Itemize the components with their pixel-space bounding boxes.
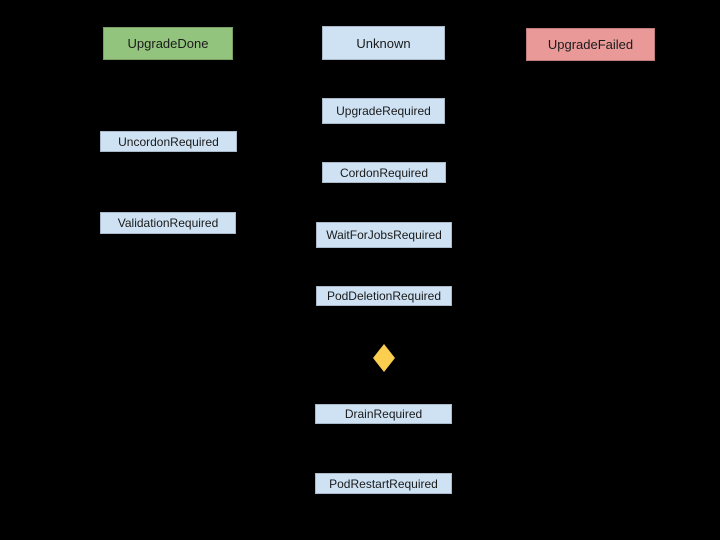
node-cordon-required: CordonRequired <box>322 162 446 183</box>
node-upgrade-failed: UpgradeFailed <box>526 28 655 61</box>
node-validation-required: ValidationRequired <box>100 212 236 234</box>
node-wait-for-jobs-required: WaitForJobsRequired <box>316 222 452 248</box>
node-upgrade-done: UpgradeDone <box>103 27 233 60</box>
node-pod-restart-required: PodRestartRequired <box>315 473 452 494</box>
node-uncordon-required: UncordonRequired <box>100 131 237 152</box>
node-upgrade-required: UpgradeRequired <box>322 98 445 124</box>
node-unknown: Unknown <box>322 26 445 60</box>
node-pod-deletion-required: PodDeletionRequired <box>316 286 452 306</box>
decision-diamond-icon <box>373 344 395 372</box>
node-drain-required: DrainRequired <box>315 404 452 424</box>
